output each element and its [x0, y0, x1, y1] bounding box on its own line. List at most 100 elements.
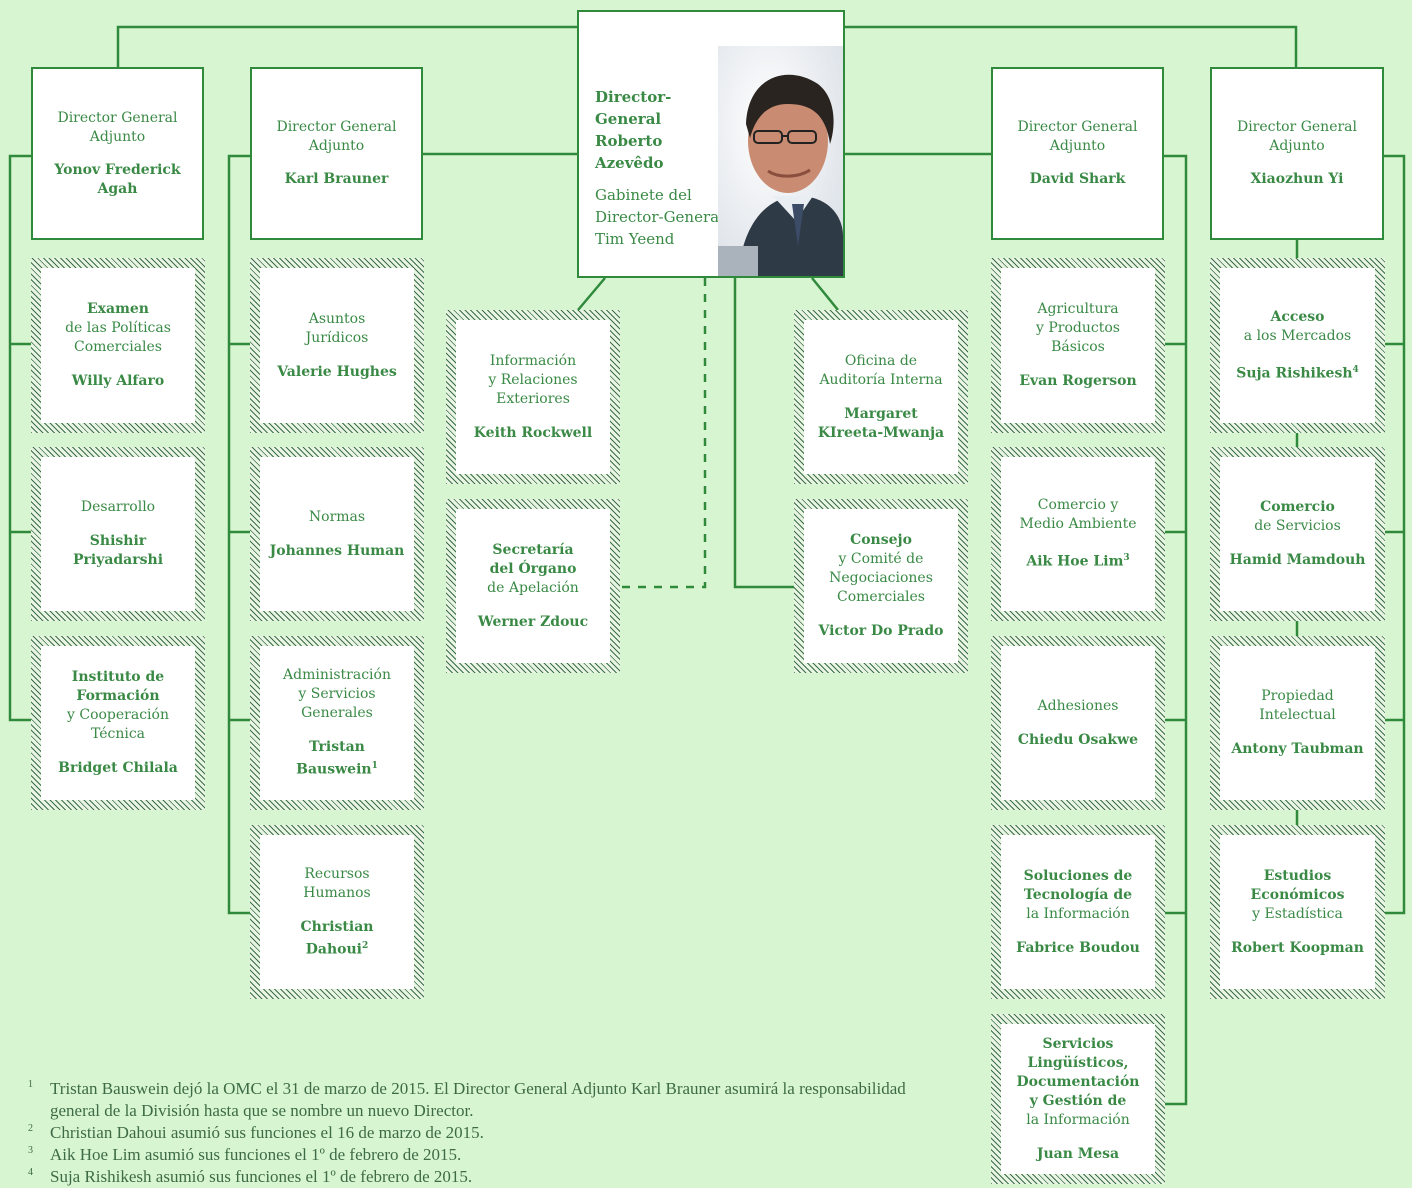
footnote: 1 Tristan Bauswein dejó la OMC el 31 de m…	[28, 1078, 928, 1122]
head-name: Christian Dahoui	[300, 918, 374, 958]
ddg-name: Karl Brauner	[284, 171, 389, 187]
division-head: Keith Rockwell	[473, 424, 593, 441]
division-unit: de Servicios	[1254, 518, 1341, 534]
division-head: Aik Hoe Lim3	[1026, 549, 1129, 572]
division-unit: Administración y Servicios Generales	[283, 667, 391, 722]
division-head: Tristan Bauswein1	[296, 738, 378, 780]
division-box-administration: Administración y Servicios Generales Tri…	[250, 636, 424, 810]
division-unit: y Cooperación Técnica	[67, 707, 169, 742]
division-unit-bold: Examen	[87, 301, 149, 317]
division-unit: y Comité de Negociaciones Comerciales	[829, 551, 933, 605]
footnote-number: 2	[28, 1123, 33, 1134]
division-box-appellate-body: Secretaría del Órgano de Apelación Werne…	[446, 499, 620, 673]
division-unit: Asuntos Jurídicos	[305, 310, 369, 346]
division-unit: Recursos Humanos	[303, 865, 371, 901]
division-box-training-institute: Instituto de Formación y Cooperación Téc…	[31, 636, 205, 810]
division-head: Chiedu Osakwe	[1017, 731, 1139, 748]
division-unit-bold: Soluciones de Tecnología de	[1023, 867, 1133, 903]
division-head: Robert Koopman	[1231, 939, 1364, 956]
footnote: 3 Aik Hoe Lim asumió sus funciones el 1º …	[28, 1144, 928, 1166]
division-unit-bold: Acceso	[1270, 308, 1325, 325]
division-head: Christian Dahoui2	[301, 918, 374, 960]
division-head: Fabrice Boudou	[1016, 939, 1140, 956]
division-unit: Comercio y Medio Ambiente	[1019, 497, 1137, 533]
division-box-it-solutions: Soluciones de Tecnología de la Informaci…	[991, 825, 1165, 999]
ddg-box-yi: Director General Adjunto Xiaozhun Yi	[1210, 67, 1384, 240]
division-box-intellectual-property: Propiedad Intelectual Antony Taubman	[1210, 636, 1385, 810]
division-box-legal-affairs: Asuntos Jurídicos Valerie Hughes	[250, 258, 424, 433]
footnote-ref: 1	[371, 761, 378, 772]
ddg-title: Director General Adjunto	[276, 119, 397, 154]
director-general-text: Director-General Roberto Azevêdo Gabinet…	[595, 86, 735, 250]
division-head: Shishir Priyadarshi	[72, 533, 164, 568]
footnote: 4 Suja Rishikesh asumió sus funciones el …	[28, 1166, 928, 1188]
division-box-information: Información y Relaciones Exteriores Keit…	[446, 310, 620, 484]
footnote-ref: 3	[1123, 553, 1130, 564]
division-head: Antony Taubman	[1231, 741, 1364, 757]
ddg-box-agah: Director General Adjunto Yonov Frederick…	[31, 67, 204, 240]
division-unit: Normas	[308, 508, 366, 525]
division-unit: Propiedad Intelectual	[1259, 688, 1336, 723]
ddg-name: Yonov Frederick Agah	[54, 161, 181, 197]
division-head: Valerie Hughes	[277, 363, 397, 380]
footnote-text: Tristan Bauswein dejó la OMC el 31 de ma…	[50, 1079, 906, 1120]
division-box-council-tnc: Consejo y Comité de Negociaciones Comerc…	[794, 499, 968, 673]
head-name: Aik Hoe Lim	[1026, 553, 1124, 570]
ddg-title: Director General Adjunto	[57, 109, 178, 145]
footnote-text: Aik Hoe Lim asumió sus funciones el 1º d…	[50, 1145, 462, 1164]
footnote: 2 Christian Dahoui asumió sus funciones e…	[28, 1122, 928, 1144]
division-box-trade-policy-review: Examen de las Políticas Comerciales Will…	[31, 258, 205, 433]
division-unit: de Apelación	[487, 579, 579, 596]
division-unit: la Información	[1026, 1111, 1130, 1128]
head-name: Tristan Bauswein	[296, 739, 372, 778]
division-unit: Oficina de Auditoría Interna	[819, 352, 943, 388]
division-head: Margaret KIreeta-Mwanja	[817, 405, 945, 441]
footnote-ref: 4	[1352, 364, 1359, 375]
division-unit-bold: Consejo	[850, 532, 912, 548]
director-general-name: Roberto Azevêdo	[595, 132, 664, 172]
division-head: Hamid Mamdouh	[1229, 552, 1366, 568]
division-unit: de las Políticas Comerciales	[65, 320, 171, 355]
division-unit: Información y Relaciones Exteriores	[488, 352, 578, 407]
division-head: Juan Mesa	[1036, 1145, 1120, 1162]
division-unit-bold: Estudios Económicos	[1250, 867, 1345, 903]
division-head: Johannes Human	[269, 542, 405, 559]
division-unit: Desarrollo	[80, 499, 156, 515]
division-unit-bold: Comercio	[1260, 499, 1335, 515]
director-general-title: Director-General	[595, 88, 672, 128]
division-head: Victor Do Prado	[818, 623, 944, 639]
director-general-photo	[718, 46, 843, 276]
division-box-human-resources: Recursos Humanos Christian Dahoui2	[250, 825, 424, 999]
cabinet-label: Gabinete del Director-General Tim Yeend	[595, 186, 724, 248]
head-name: Suja Rishikesh	[1236, 365, 1353, 382]
division-head: Evan Rogerson	[1019, 373, 1137, 389]
division-unit-bold: Instituto de Formación	[71, 669, 165, 704]
division-unit: Agricultura y Productos Básicos	[1036, 301, 1120, 355]
ddg-name: David Shark	[1029, 171, 1126, 187]
footnote-text: Christian Dahoui asumió sus funciones el…	[50, 1123, 484, 1142]
division-box-market-access: Acceso a los Mercados Suja Rishikesh4	[1210, 258, 1385, 433]
ddg-title: Director General Adjunto	[1017, 119, 1138, 154]
division-unit: y Estadística	[1252, 905, 1343, 922]
division-head: Bridget Chilala	[58, 760, 178, 776]
division-box-trade-in-services: Comercio de Servicios Hamid Mamdouh	[1210, 447, 1385, 621]
division-box-accessions: Adhesiones Chiedu Osakwe	[991, 636, 1165, 810]
footnote-number: 1	[28, 1079, 33, 1090]
footnote-text: Suja Rishikesh asumió sus funciones el 1…	[50, 1167, 473, 1186]
ddg-name: Xiaozhun Yi	[1250, 171, 1344, 187]
footnote-number: 3	[28, 1145, 33, 1156]
footnote-number: 4	[28, 1167, 33, 1178]
division-box-development: Desarrollo Shishir Priyadarshi	[31, 447, 205, 621]
division-unit-bold: Secretaría del Órgano	[489, 541, 577, 577]
ddg-box-brauner: Director General Adjunto Karl Brauner	[250, 67, 423, 240]
division-box-agriculture: Agricultura y Productos Básicos Evan Rog…	[991, 258, 1165, 433]
division-head: Suja Rishikesh4	[1236, 361, 1359, 384]
division-unit: Adhesiones	[1037, 697, 1119, 714]
division-box-language-services: Servicios Lingüísticos, Documentación y …	[991, 1014, 1165, 1184]
division-box-rules: Normas Johannes Human	[250, 447, 424, 621]
division-box-trade-environment: Comercio y Medio Ambiente Aik Hoe Lim3	[991, 447, 1165, 621]
footnotes: 1 Tristan Bauswein dejó la OMC el 31 de m…	[28, 1078, 928, 1188]
division-unit: a los Mercados	[1243, 327, 1352, 344]
division-head: Werner Zdouc	[477, 613, 589, 630]
